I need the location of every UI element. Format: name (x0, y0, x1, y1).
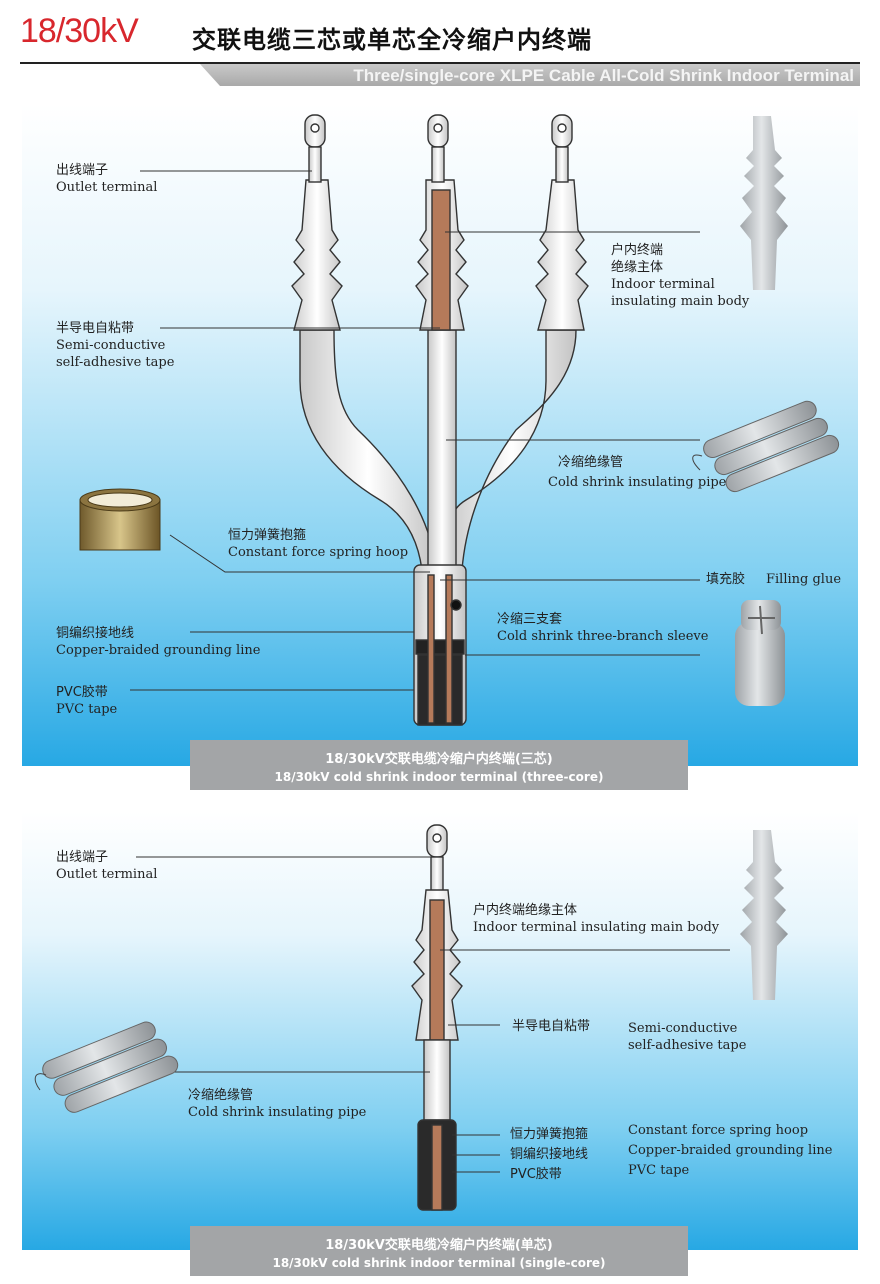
single-core-caption: 18/30kV交联电缆冷缩户内终端(单芯) 18/30kV cold shrin… (190, 1226, 688, 1276)
header-divider (20, 62, 860, 64)
label-stack-single-cn: 恒力弹簧抱箍 铜编织接地线 PVC胶带 (510, 1127, 589, 1182)
label-insulating-main-body: 户内终端 绝缘主体 Indoor terminal insulating mai… (611, 243, 750, 309)
label-stack-single-en: Constant force spring hoop Copper-braide… (628, 1123, 833, 1178)
left-insulating-body (291, 179, 343, 331)
voltage-title: 18/30kV (20, 12, 139, 50)
page-title-cn: 交联电缆三芯或单芯全冷缩户内终端 (192, 26, 592, 54)
label-semi-tape-single-en: Semi-conductive self-adhesive tape (628, 1021, 747, 1053)
label-outlet-terminal-single: 出线端子 Outlet terminal (56, 850, 158, 882)
label-insulating-pipe: 冷缩绝缘管 (558, 455, 624, 470)
label-filling-glue-cn: 填充胶 (706, 572, 746, 587)
label-spring-hoop: 恒力弹簧抱箍 Constant force spring hoop (228, 528, 409, 560)
label-semi-conductive-tape: 半导电自粘带 Semi-conductive self-adhesive tap… (56, 321, 175, 370)
single-core-leaders (136, 856, 730, 1173)
insulating-pipe-photo (692, 400, 840, 493)
single-pipe-photo (34, 1021, 179, 1113)
single-main-body-photo (740, 830, 788, 1000)
three-branch-sleeve (413, 564, 467, 726)
label-insulating-pipe-single: 冷缩绝缘管 Cold shrink insulating pipe (188, 1088, 367, 1120)
branch-sleeve-photo (735, 600, 785, 706)
label-filling-glue-en: Filling glue (766, 572, 842, 587)
right-insulating-body (535, 179, 589, 331)
header-subtitle-bar (200, 64, 860, 86)
label-copper-grounding: 铜编织接地线 Copper-braided grounding line (56, 626, 261, 658)
single-core-terminal (411, 824, 463, 1211)
three-core-caption: 18/30kV交联电缆冷缩户内终端(三芯) 18/30kV cold shrin… (190, 740, 688, 790)
three-core-terminal (291, 114, 589, 726)
center-branch-cable (427, 329, 457, 571)
right-branch-cable (447, 329, 577, 571)
label-pvc-tape: PVC胶带 PVC tape (56, 685, 118, 717)
page-title-en: Three/single-core XLPE Cable All-Cold Sh… (353, 66, 854, 85)
outlet-terminals-three (304, 114, 573, 183)
label-main-body-single: 户内终端绝缘主体 Indoor terminal insulating main… (473, 903, 720, 935)
label-semi-tape-single-cn: 半导电自粘带 (512, 1019, 591, 1034)
label-three-branch-sleeve: 冷缩三支套 Cold shrink three-branch sleeve (497, 612, 709, 644)
label-outlet-terminal: 出线端子 Outlet terminal (56, 163, 158, 195)
main-body-photo (740, 116, 788, 290)
three-core-leaders (130, 170, 700, 691)
center-insulating-body (415, 179, 469, 331)
label-insulating-pipe-en: Cold shrink insulating pipe (548, 475, 727, 490)
spring-hoop-photo (79, 488, 161, 551)
